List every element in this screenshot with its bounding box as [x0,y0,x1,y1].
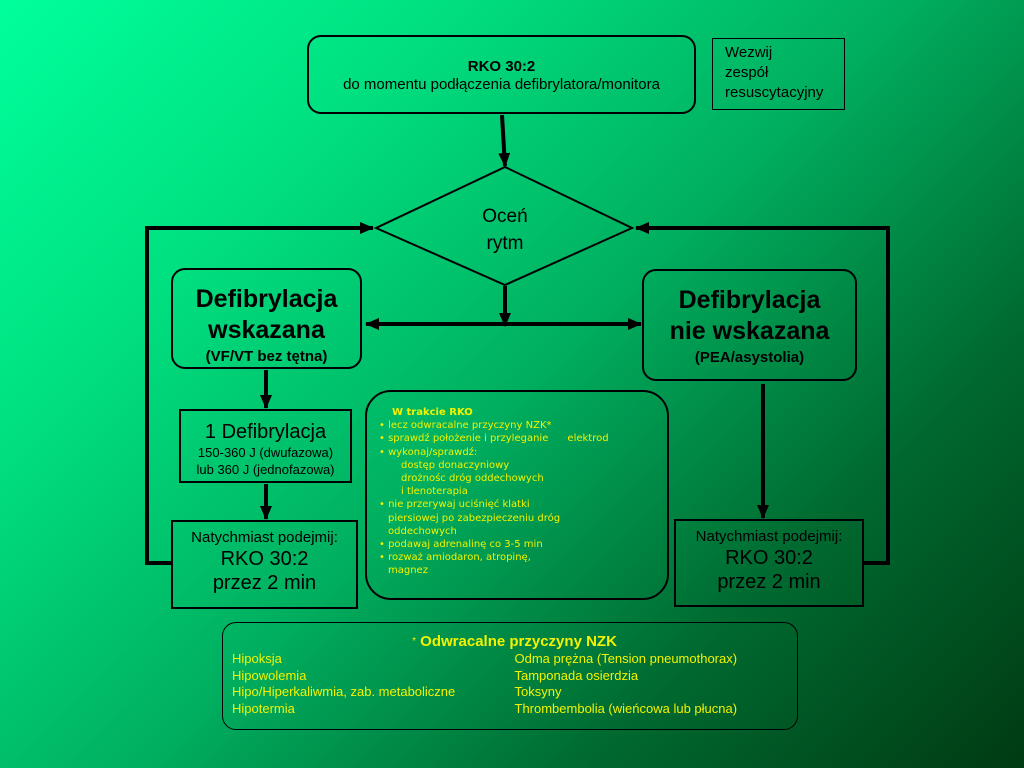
non-shockable-title: nie wskazana [669,317,830,345]
shockable-title: wskazana [208,316,325,344]
during-cpr-item: magnez [388,565,428,577]
cause-item: Hipo/Hiperkaliwmia, zab. metaboliczne [232,684,456,699]
shockable-subtitle: (VF/VT bez tętna) [205,348,328,365]
shockable-box: Defibrylacja wskazana (VF/VT bez tętna) [171,268,362,369]
assess-rhythm-label: Oceń rytm [455,203,555,257]
call-team-line: resuscytacyjny [725,84,824,101]
cause-item: Thrombembolia (wieńcowa lub płucna) [514,700,738,716]
during-cpr-item: piersiowej po zabezpieczeniu dróg [388,512,561,524]
during-cpr-item: • lecz odwracalne przyczyny NZK* [379,420,552,432]
call-team-line: zespół [725,64,769,81]
cpr-box-left: Natychmiast podejmij: RKO 30:2 przez 2 m… [171,520,358,609]
during-cpr-list: • lecz odwracalne przyczyny NZK*• sprawd… [379,419,667,577]
cpr-line: RKO 30:2 [725,547,813,569]
during-cpr-box: W trakcie RKO • lecz odwracalne przyczyn… [365,390,669,600]
cause-item: Hipowolemia [232,667,307,683]
cause-item: Tamponada osierdzia [514,667,639,683]
defibrillation-box: 1 Defibrylacja 150-360 J (dwufazowa) lub… [179,409,352,483]
assess-rhythm-line: rytm [486,233,524,254]
call-team-line: Wezwij [725,44,773,61]
arrow-top-to-decision [498,114,511,167]
reversible-causes-title: * Odwracalne przyczyny NZK [232,633,797,651]
cpr-start-box: RKO 30:2 do momentu podłączenia defibryl… [307,35,696,114]
cpr-line: przez 2 min [212,572,317,594]
non-shockable-subtitle: (PEA/asystolia) [694,349,805,366]
cause-item: Hipotermia [232,700,295,716]
during-cpr-item: • wykonaj/sprawdź: [379,446,478,458]
reversible-causes-box: * Odwracalne przyczyny NZK Hipoksja Hipo… [222,622,798,730]
during-cpr-item: dostęp donaczyniowy [401,459,510,471]
non-shockable-box: Defibrylacja nie wskazana (PEA/asystolia… [642,269,857,381]
shockable-title: Defibrylacja [195,285,338,313]
during-cpr-title: W trakcie RKO [392,407,473,418]
defibrillation-title: 1 Defibrylacja [204,421,327,443]
loop-right [635,222,890,565]
cpr-header: Natychmiast podejmij: [191,529,338,546]
defibrillation-energy: lub 360 J (jednofazowa) [196,462,335,477]
assess-rhythm-line: Oceń [482,206,528,227]
during-cpr-item: drożnośc dróg oddechowych [401,473,544,485]
causes-column-left: Hipoksja Hipowolemia Hipo/Hiperkaliwmia,… [232,651,515,717]
call-team-box: Wezwij zespół resuscytacyjny [712,38,845,110]
non-shockable-title: Defibrylacja [678,286,821,314]
cpr-box-right: Natychmiast podejmij: RKO 30:2 przez 2 m… [674,519,864,607]
cpr-line: przez 2 min [717,571,821,593]
loop-left [145,222,374,565]
reversible-causes-heading: Odwracalne przyczyny NZK [420,633,617,650]
during-cpr-item: • podawaj adrenalinę co 3-5 min [379,539,543,551]
cpr-header: Natychmiast podejmij: [695,528,843,545]
during-cpr-item: • nie przerywaj uciśnięć klatki [379,499,530,511]
asterisk: * [412,636,416,647]
cpr-start-subtitle: do momentu podłączenia defibrylatora/mon… [343,76,660,93]
causes-column-right: Odma prężna (Tension pneumothorax) Tampo… [515,651,798,717]
cause-item: Hipoksja [232,651,282,666]
during-cpr-item: oddechowych [388,525,457,537]
cause-item: Odma prężna (Tension pneumothorax) [514,651,738,666]
during-cpr-item: i tlenoterapia [401,486,468,498]
cpr-line: RKO 30:2 [220,548,309,570]
during-cpr-item: • rozważ amiodaron, atropinę, [379,552,531,564]
cause-item: Toksyny [514,684,562,699]
defibrillation-energy: 150-360 J (dwufazowa) [197,445,334,460]
during-cpr-item: • sprawdź położenie i przyleganie elektr… [379,433,609,445]
decision-diamond [373,165,635,287]
cpr-start-title: RKO 30:2 [467,58,536,75]
